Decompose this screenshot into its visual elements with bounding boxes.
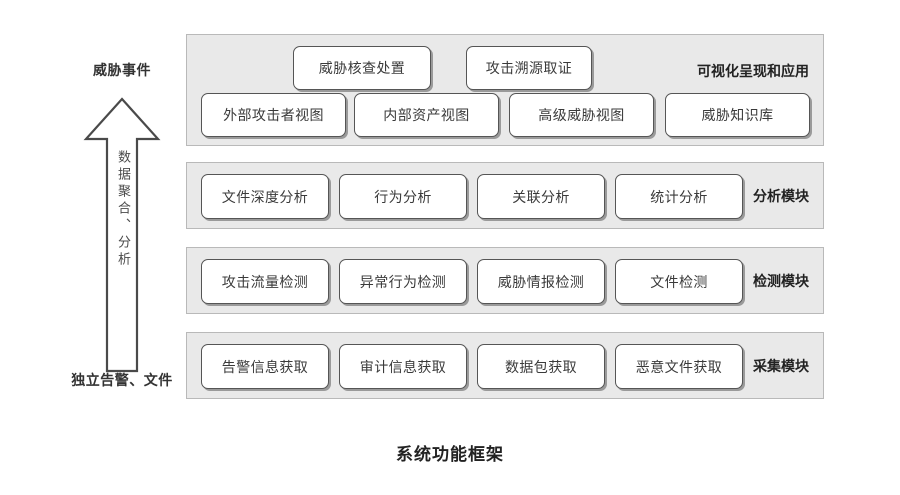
node-visualization-1[interactable]: 内部资产视图 <box>354 93 499 137</box>
band-detection: 检测模块 攻击流量检测异常行为检测威胁情报检测文件检测 <box>186 247 824 314</box>
band-analysis: 分析模块 文件深度分析行为分析关联分析统计分析 <box>186 162 824 229</box>
flow-top-label: 威胁事件 <box>93 62 151 78</box>
node-analysis-3[interactable]: 统计分析 <box>615 174 743 219</box>
band-visualization: 可视化呈现和应用 威胁核查处置攻击溯源取证外部攻击者视图内部资产视图高级威胁视图威… <box>186 34 824 146</box>
node-detection-1[interactable]: 异常行为检测 <box>339 259 467 304</box>
node-collection-2[interactable]: 数据包获取 <box>477 344 605 389</box>
node-analysis-0[interactable]: 文件深度分析 <box>201 174 329 219</box>
diagram-caption: 系统功能框架 <box>396 445 504 464</box>
flow-arrow-label: 数据聚合、分析 <box>116 150 131 269</box>
node-visualization-3[interactable]: 威胁知识库 <box>665 93 810 137</box>
node-visualization-top-1[interactable]: 攻击溯源取证 <box>466 46 592 90</box>
node-analysis-1[interactable]: 行为分析 <box>339 174 467 219</box>
band-title-detection: 检测模块 <box>753 272 809 289</box>
node-visualization-top-0[interactable]: 威胁核查处置 <box>293 46 431 90</box>
band-title-collection: 采集模块 <box>753 357 809 374</box>
band-title-visualization: 可视化呈现和应用 <box>697 63 809 79</box>
band-collection: 采集模块 告警信息获取审计信息获取数据包获取恶意文件获取 <box>186 332 824 399</box>
node-detection-3[interactable]: 文件检测 <box>615 259 743 304</box>
node-detection-0[interactable]: 攻击流量检测 <box>201 259 329 304</box>
node-visualization-2[interactable]: 高级威胁视图 <box>509 93 654 137</box>
node-visualization-0[interactable]: 外部攻击者视图 <box>201 93 346 137</box>
node-collection-0[interactable]: 告警信息获取 <box>201 344 329 389</box>
node-collection-1[interactable]: 审计信息获取 <box>339 344 467 389</box>
up-arrow-icon <box>83 95 161 375</box>
flow-bottom-label: 独立告警、文件 <box>71 372 173 388</box>
node-collection-3[interactable]: 恶意文件获取 <box>615 344 743 389</box>
band-title-analysis: 分析模块 <box>753 187 809 204</box>
node-detection-2[interactable]: 威胁情报检测 <box>477 259 605 304</box>
node-analysis-2[interactable]: 关联分析 <box>477 174 605 219</box>
